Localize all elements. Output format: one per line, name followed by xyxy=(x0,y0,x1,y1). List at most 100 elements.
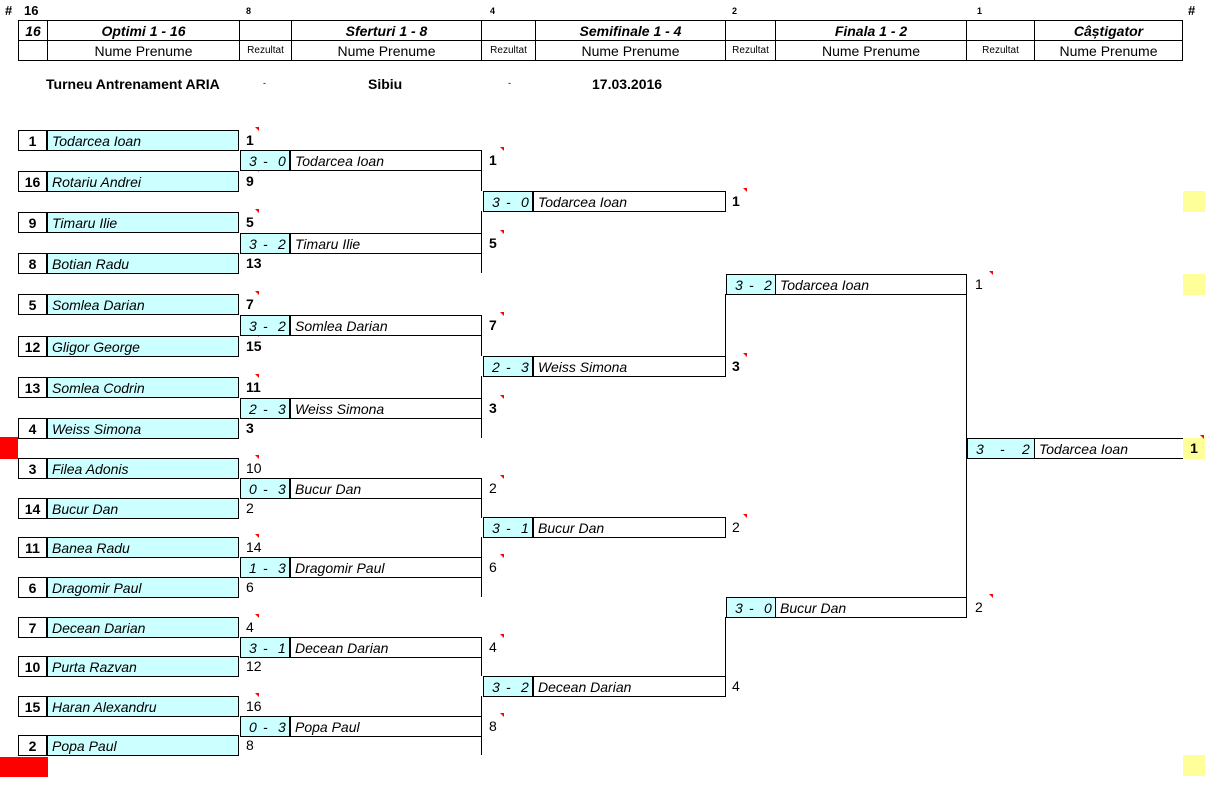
placement-r16: 7 xyxy=(246,296,254,312)
comment-marker xyxy=(500,554,504,558)
header-blank-4 xyxy=(966,20,1035,41)
header-result-col-1: Rezultat xyxy=(239,40,292,61)
player-name-final: Todarcea Ioan xyxy=(775,274,967,295)
placement-r16: 10 xyxy=(246,460,262,476)
placement-sf: 2 xyxy=(732,519,740,535)
seed-number: 1 xyxy=(18,130,47,151)
bracket-connector xyxy=(481,498,482,518)
comment-marker xyxy=(500,147,504,151)
score-left: 1 xyxy=(249,560,257,576)
score-separator: - xyxy=(263,236,268,252)
player-name-qf: Timaru Ilie xyxy=(290,233,482,254)
score-qf: 2-3 xyxy=(240,398,290,419)
score-separator: - xyxy=(263,318,268,334)
placement-r16: 15 xyxy=(246,338,262,354)
score-left: 3 xyxy=(976,441,984,457)
bracket-connector xyxy=(481,253,482,273)
red-marker xyxy=(0,437,18,459)
score-qf: 3-0 xyxy=(240,150,290,171)
score-left: 3 xyxy=(492,679,500,695)
score-separator: - xyxy=(506,194,511,210)
header-semifinals: Semifinale 1 - 4 xyxy=(535,20,726,41)
count-label-qf: 8 xyxy=(246,6,252,16)
score-separator: - xyxy=(263,719,268,735)
player-name-r16: Botian Radu xyxy=(47,253,239,274)
score-qf: 0-3 xyxy=(240,716,290,737)
count-label-final: 2 xyxy=(732,6,738,16)
score-champion: 3-2 xyxy=(967,438,1035,459)
score-separator: - xyxy=(1000,441,1005,457)
tournament-title: Turneu Antrenament ARIA xyxy=(46,76,220,92)
placement-r16: 9 xyxy=(246,173,254,189)
placement-r16: 8 xyxy=(246,737,254,753)
score-right: 3 xyxy=(278,560,286,576)
placement-sf: 1 xyxy=(732,193,740,209)
player-name-sf: Weiss Simona xyxy=(533,356,726,377)
header-name-col-4: Nume Prenume xyxy=(775,40,967,61)
seed-number: 15 xyxy=(18,696,47,717)
score-sf: 3-1 xyxy=(483,517,533,538)
header-result-col-2: Rezultat xyxy=(481,40,536,61)
player-name-r16: Filea Adonis xyxy=(47,458,239,479)
header-name-col-5: Nume Prenume xyxy=(1034,40,1183,61)
score-separator: - xyxy=(263,153,268,169)
score-right: 0 xyxy=(278,153,286,169)
bracket-connector xyxy=(481,335,482,356)
score-separator: - xyxy=(506,520,511,536)
score-final: 3-2 xyxy=(726,274,776,295)
score-left: 2 xyxy=(249,401,257,417)
player-name-r16: Somlea Codrin xyxy=(47,377,239,398)
highlight-cell xyxy=(1183,191,1205,212)
header-quarterfinals: Sferturi 1 - 8 xyxy=(291,20,482,41)
score-qf: 0-3 xyxy=(240,478,290,499)
placement-sf: 4 xyxy=(732,678,740,694)
count-label-winner: 1 xyxy=(977,6,983,16)
placement-qf: 6 xyxy=(489,559,497,575)
score-separator: - xyxy=(263,560,268,576)
placement-qf: 4 xyxy=(489,639,497,655)
seed-number: 10 xyxy=(18,656,47,677)
placement-final: 1 xyxy=(975,276,983,292)
comment-marker xyxy=(500,230,504,234)
header-result-col-4: Rezultat xyxy=(966,40,1035,61)
placement-final: 2 xyxy=(975,599,983,615)
header-seed-count: 16 xyxy=(18,20,48,41)
bracket-connector xyxy=(725,294,726,376)
score-right: 3 xyxy=(278,401,286,417)
header-blank-2 xyxy=(481,20,536,41)
bracket-connector xyxy=(481,736,482,755)
player-name-r16: Timaru Ilie xyxy=(47,212,239,233)
corner-hash-left: # xyxy=(5,3,13,18)
comment-marker xyxy=(255,693,259,697)
comment-marker xyxy=(989,594,993,598)
score-separator: - xyxy=(506,679,511,695)
placement-qf: 7 xyxy=(489,317,497,333)
score-sf: 2-3 xyxy=(483,356,533,377)
bracket-connector xyxy=(481,376,482,398)
bracket-connector xyxy=(725,617,726,696)
seed-number: 3 xyxy=(18,458,47,479)
placement-r16: 3 xyxy=(246,420,254,436)
placement-qf: 3 xyxy=(489,400,497,416)
player-name-qf: Todarcea Ioan xyxy=(290,150,482,171)
score-right: 2 xyxy=(278,318,286,334)
score-left: 3 xyxy=(249,153,257,169)
player-count: 16 xyxy=(24,3,39,18)
comment-marker xyxy=(989,271,993,275)
placement-r16: 2 xyxy=(246,500,254,516)
score-left: 3 xyxy=(249,236,257,252)
placement-r16: 5 xyxy=(246,214,254,230)
score-right: 0 xyxy=(521,194,529,210)
score-sf: 3-2 xyxy=(483,676,533,697)
placement-qf: 1 xyxy=(489,152,497,168)
player-name-qf: Weiss Simona xyxy=(290,398,482,419)
score-right: 3 xyxy=(278,481,286,497)
player-name-final: Bucur Dan xyxy=(775,597,967,618)
placement-r16: 14 xyxy=(246,539,262,555)
seed-number: 4 xyxy=(18,418,47,439)
info-dash-1: - xyxy=(263,78,266,88)
bracket-connector xyxy=(481,537,482,557)
seed-number: 16 xyxy=(18,171,47,192)
score-right: 0 xyxy=(764,600,772,616)
champion-placement: 1 xyxy=(1183,438,1205,459)
